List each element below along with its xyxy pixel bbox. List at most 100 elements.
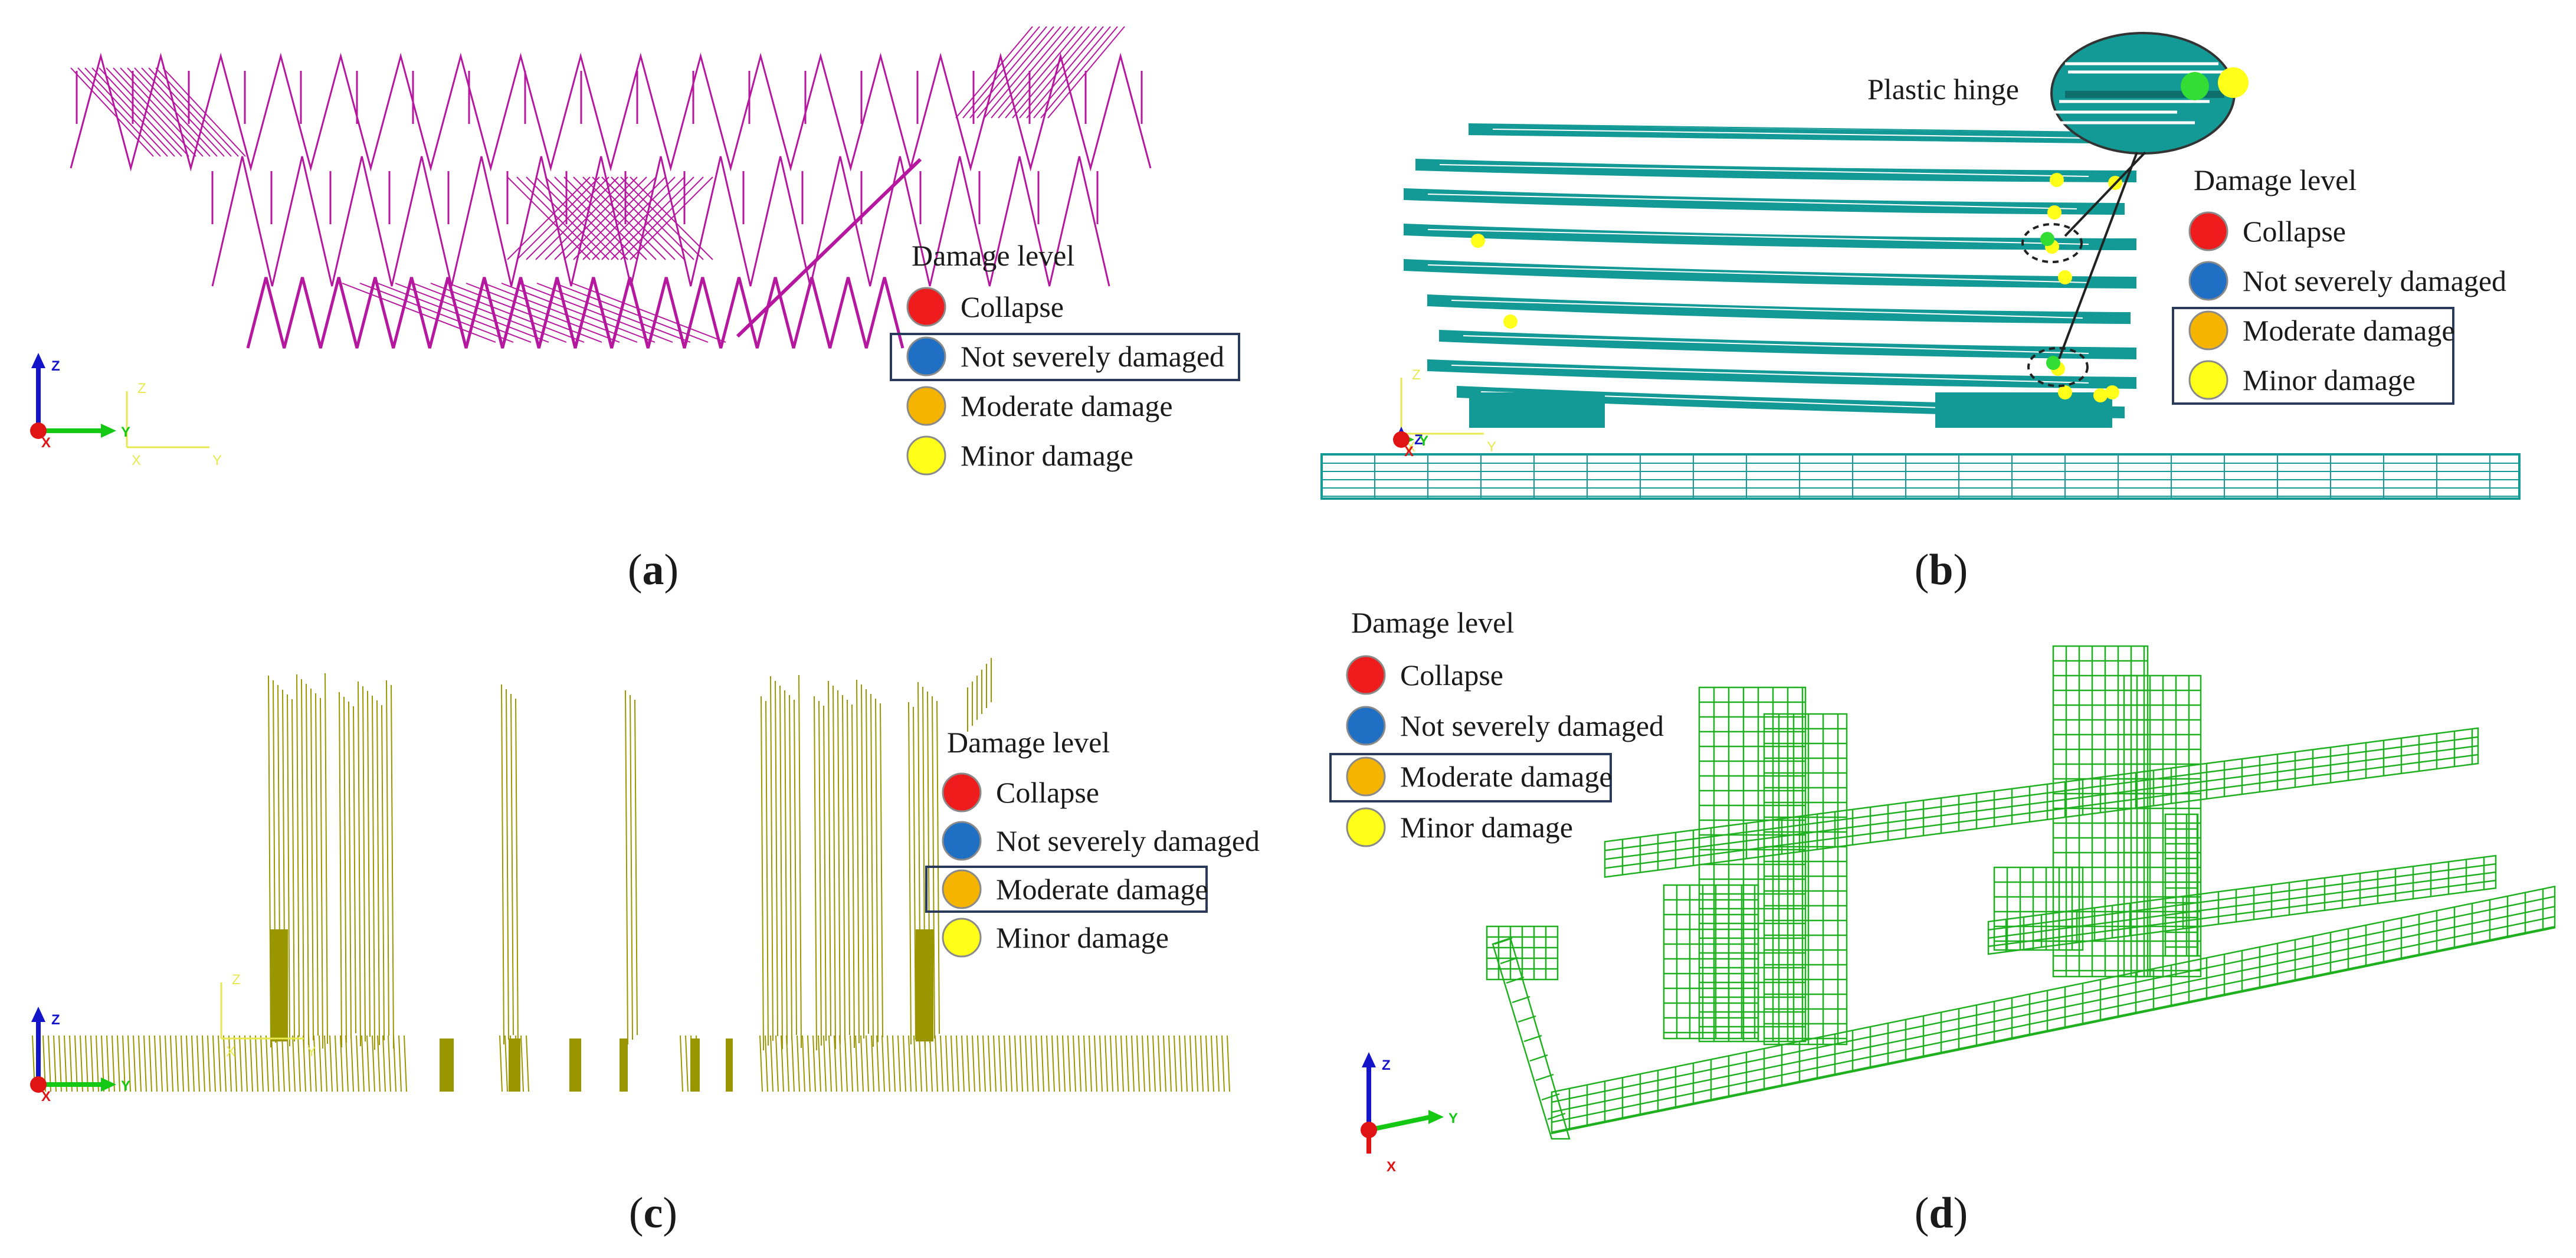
wall-post bbox=[165, 1035, 168, 1092]
hinge-marker bbox=[2050, 173, 2064, 187]
slab-gap bbox=[1439, 164, 2089, 177]
dense-band bbox=[916, 929, 933, 1041]
wall-line bbox=[362, 686, 366, 1042]
wall-mesh-model-d bbox=[1486, 645, 2556, 1140]
wall-line bbox=[391, 684, 394, 1049]
hatch bbox=[84, 67, 168, 157]
secondary-axis-label: Z bbox=[137, 381, 146, 397]
legend-swatch bbox=[2188, 310, 2228, 350]
wall-post bbox=[345, 1035, 349, 1092]
x-axis-label: X bbox=[1404, 444, 1414, 460]
wall-line bbox=[761, 696, 764, 1051]
wall-line bbox=[765, 700, 769, 1046]
wall-post bbox=[871, 1035, 874, 1092]
wall-post bbox=[255, 1035, 258, 1092]
wall-post bbox=[133, 1035, 136, 1092]
wall-line bbox=[315, 693, 319, 1036]
wall-line bbox=[823, 705, 827, 1041]
wall-post bbox=[1035, 1035, 1039, 1092]
wall-post bbox=[1205, 1035, 1209, 1092]
legend-swatch bbox=[906, 287, 946, 327]
mesh-line bbox=[1523, 1034, 1542, 1043]
legend-label: Not severely damaged bbox=[1400, 709, 1664, 742]
hatch bbox=[526, 176, 609, 260]
wall-post bbox=[908, 1035, 912, 1092]
wall-post bbox=[1131, 1035, 1135, 1092]
wall-post bbox=[945, 1035, 949, 1092]
hinge-marker bbox=[2058, 270, 2072, 284]
wall-post bbox=[850, 1035, 853, 1092]
hatch bbox=[134, 67, 218, 157]
x-axis-label: X bbox=[1387, 1159, 1396, 1175]
wall-post bbox=[1105, 1035, 1108, 1092]
z-axis-arrowhead bbox=[31, 353, 45, 368]
wall-post bbox=[956, 1035, 959, 1092]
wall-line bbox=[784, 690, 788, 1045]
mesh-line bbox=[1547, 1112, 1566, 1121]
wall-post bbox=[159, 1035, 163, 1092]
hatch bbox=[501, 283, 656, 343]
hatch bbox=[412, 283, 567, 343]
x-axis-label: X bbox=[41, 1089, 51, 1105]
wall-post bbox=[823, 1035, 827, 1092]
wall-post bbox=[212, 1035, 216, 1092]
wall-post bbox=[1099, 1035, 1103, 1092]
dense-band bbox=[270, 929, 288, 1041]
hatch bbox=[148, 67, 232, 157]
wall-post bbox=[903, 1035, 906, 1092]
wall-post bbox=[366, 1035, 370, 1092]
wall-post bbox=[149, 1035, 152, 1092]
wall-post bbox=[223, 1035, 227, 1092]
wall-post bbox=[818, 1035, 821, 1092]
mesh-line bbox=[1552, 926, 2555, 1133]
wall-post bbox=[775, 1035, 779, 1092]
wall-post bbox=[1014, 1035, 1018, 1092]
legend-label: Minor damage bbox=[1400, 811, 1573, 844]
wall-post bbox=[207, 1035, 211, 1092]
hatch bbox=[1012, 26, 1090, 119]
wall-post bbox=[781, 1035, 784, 1092]
callout-line-2 bbox=[2064, 151, 2146, 237]
hatch bbox=[582, 176, 666, 260]
wall-post bbox=[839, 1035, 843, 1092]
legend-label: Moderate damage bbox=[996, 873, 1208, 906]
secondary-axis-label: Z bbox=[232, 972, 241, 988]
wall-line bbox=[779, 685, 783, 1050]
wall-post bbox=[202, 1035, 205, 1092]
secondary-axis-label: Y bbox=[1487, 439, 1496, 455]
wall-post bbox=[1136, 1035, 1140, 1092]
wall-post bbox=[276, 1035, 280, 1092]
hatch bbox=[998, 26, 1076, 119]
slab-gap bbox=[1451, 365, 2089, 384]
wall-post bbox=[866, 1035, 869, 1092]
wall-post bbox=[350, 1035, 354, 1092]
hatch bbox=[127, 67, 211, 157]
wall-line bbox=[833, 685, 836, 1050]
wall-post bbox=[1067, 1035, 1071, 1092]
y-axis-label: Y bbox=[121, 424, 130, 440]
hinge-marker bbox=[1471, 234, 1485, 248]
wall-line bbox=[301, 679, 304, 1050]
z-axis-label: Z bbox=[51, 1012, 60, 1028]
wall-post bbox=[988, 1035, 991, 1092]
wall-post bbox=[181, 1035, 184, 1092]
slab-gap bbox=[1427, 264, 2089, 283]
wall-line bbox=[913, 706, 916, 1040]
wall-line bbox=[798, 674, 802, 1049]
wall-post bbox=[287, 1035, 290, 1092]
hatch bbox=[1026, 26, 1104, 119]
wall-post bbox=[319, 1035, 322, 1092]
legend-label: Minor damage bbox=[2243, 363, 2416, 397]
fin-wall bbox=[2164, 813, 2199, 957]
wall-post bbox=[372, 1035, 375, 1092]
mesh-line bbox=[1988, 871, 2496, 939]
legend-swatch bbox=[1346, 706, 1386, 746]
caption-a: (a) bbox=[628, 546, 679, 594]
wall-line bbox=[794, 699, 797, 1036]
wall-post bbox=[266, 1035, 269, 1092]
bracing-model-a bbox=[70, 26, 1152, 349]
hatch bbox=[430, 283, 585, 343]
wall-post bbox=[1089, 1035, 1092, 1092]
secondary-axis-label: X bbox=[132, 453, 141, 469]
